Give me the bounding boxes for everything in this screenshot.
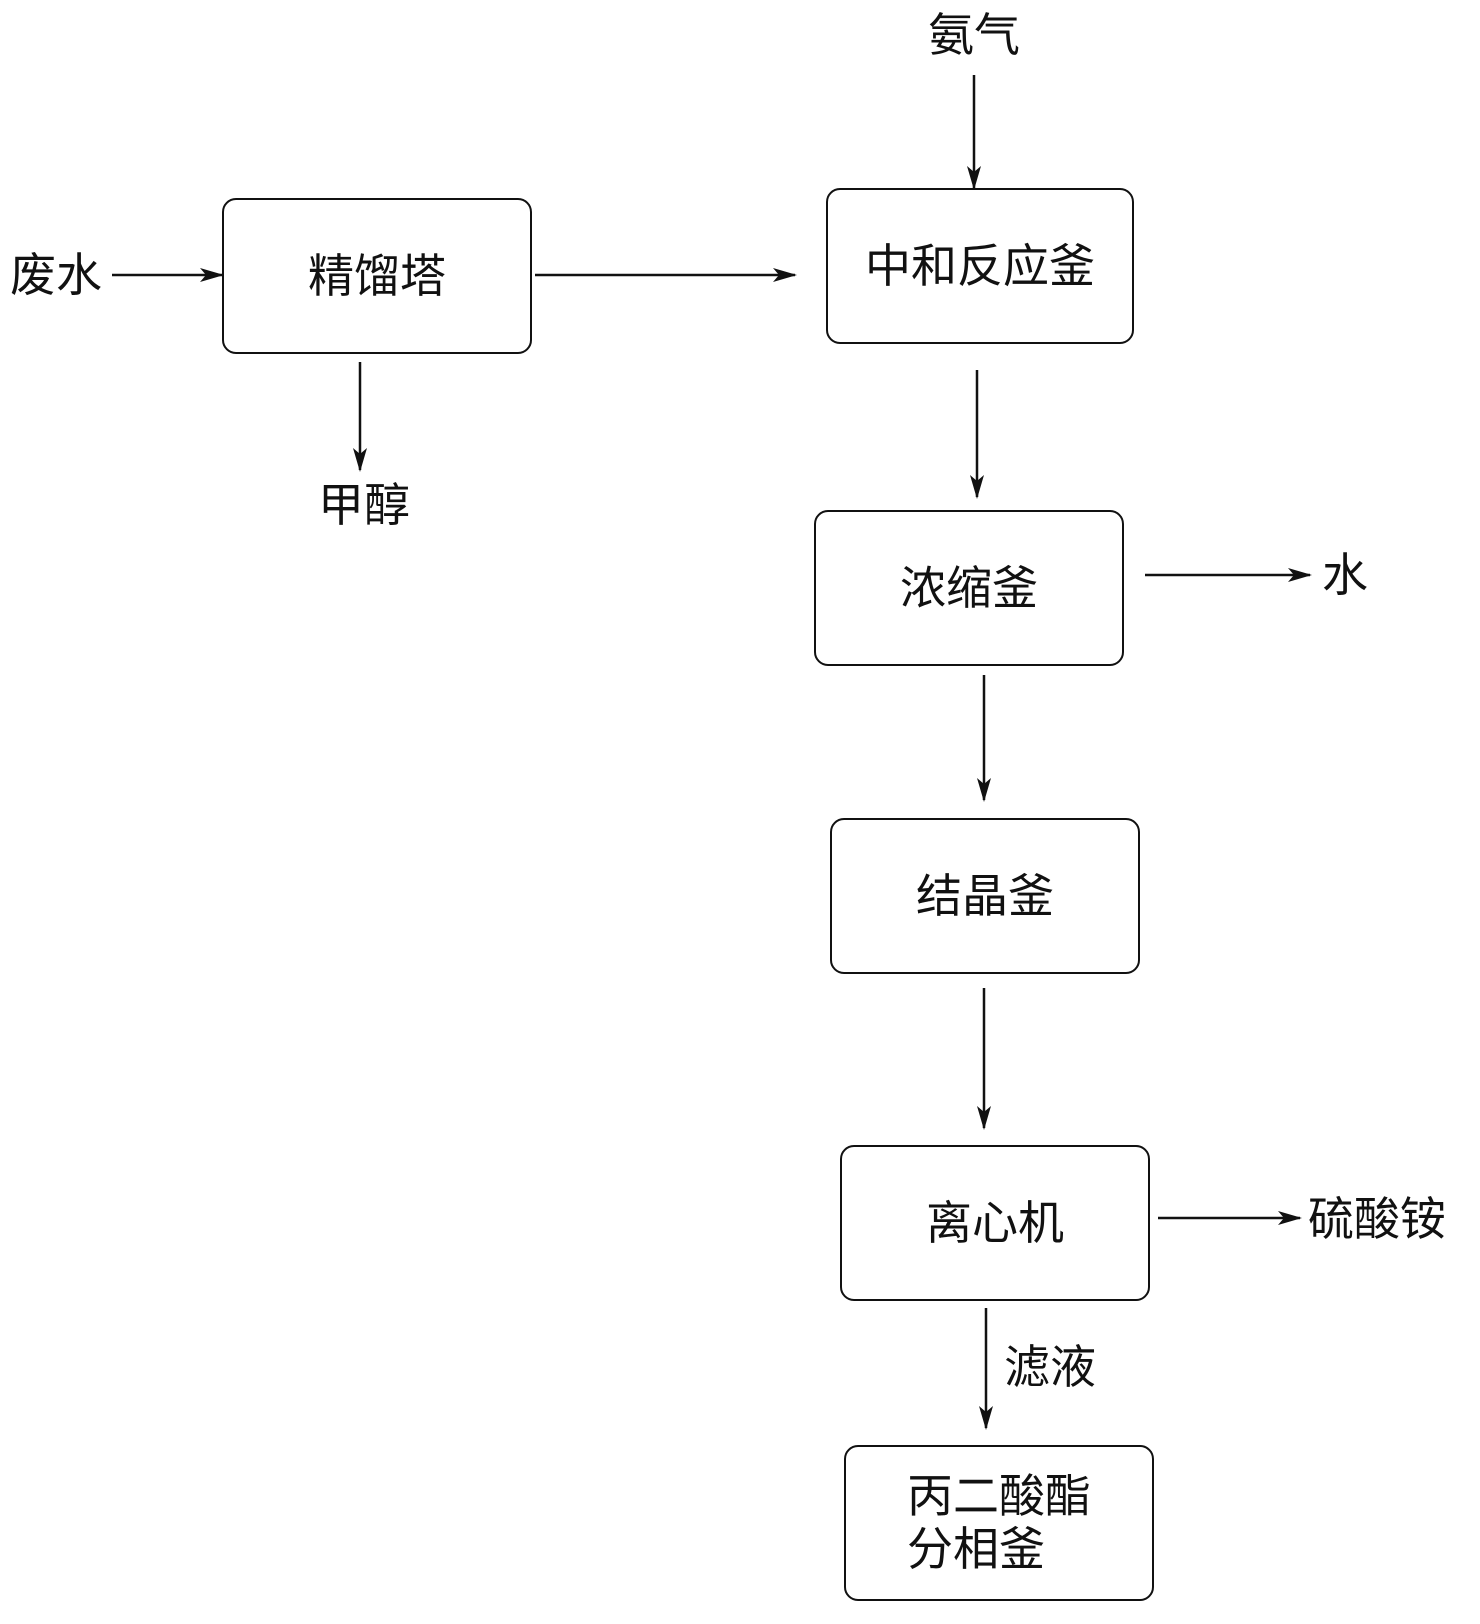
distillation-column-label: 精馏塔 bbox=[308, 248, 446, 303]
crystallization-kettle-box: 结晶釜 bbox=[830, 818, 1140, 974]
methanol-label: 甲醇 bbox=[318, 478, 410, 532]
neutralization-reactor-box: 中和反应釜 bbox=[826, 188, 1134, 344]
wastewater-label: 废水 bbox=[10, 248, 102, 302]
crystallization-kettle-label: 结晶釜 bbox=[916, 868, 1054, 923]
phase-separation-kettle-label: 丙二酸酯 分相釜 bbox=[907, 1469, 1091, 1576]
ammonium-sulfate-label: 硫酸铵 bbox=[1308, 1192, 1446, 1246]
filtrate-label: 滤液 bbox=[1004, 1340, 1096, 1394]
water-label: 水 bbox=[1322, 548, 1368, 602]
concentration-kettle-box: 浓缩釜 bbox=[814, 510, 1124, 666]
centrifuge-label: 离心机 bbox=[926, 1195, 1064, 1250]
centrifuge-box: 离心机 bbox=[840, 1145, 1150, 1301]
neutralization-reactor-label: 中和反应釜 bbox=[865, 238, 1095, 293]
ammonia-label: 氨气 bbox=[928, 8, 1020, 62]
distillation-column-box: 精馏塔 bbox=[222, 198, 532, 354]
concentration-kettle-label: 浓缩釜 bbox=[900, 560, 1038, 615]
phase-separation-kettle-box: 丙二酸酯 分相釜 bbox=[844, 1445, 1154, 1601]
